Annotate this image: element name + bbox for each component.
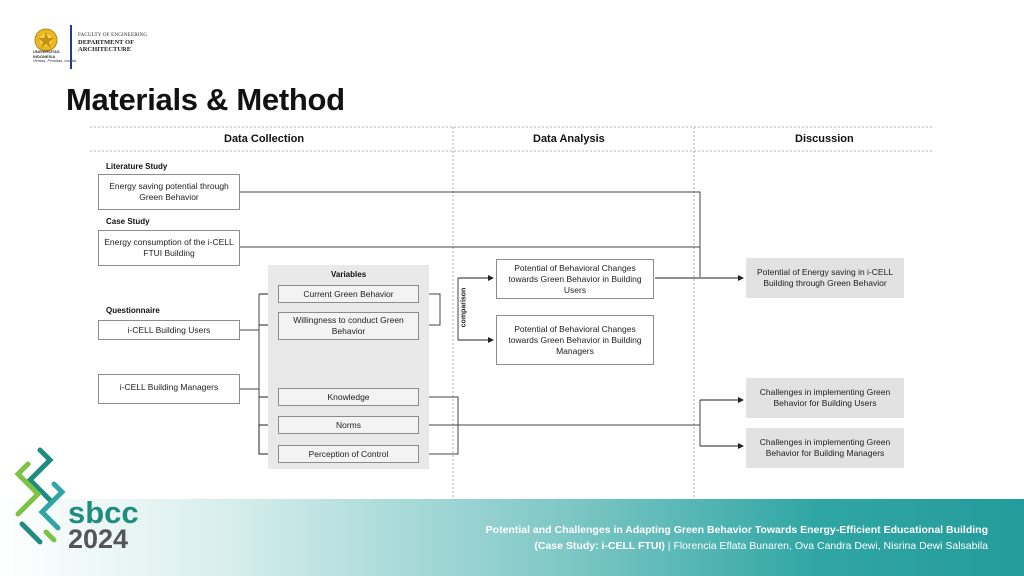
- univ-line1: UNIVERSITAS: [33, 49, 60, 54]
- box-knowledge: Knowledge: [278, 388, 419, 406]
- box-building-managers: i-CELL Building Managers: [98, 374, 240, 404]
- box-potential-managers: Potential of Behavioral Changes towards …: [496, 315, 654, 365]
- box-case-text: Energy consumption of the i-CELL FTUI Bu…: [104, 237, 234, 258]
- page-title: Materials & Method: [66, 82, 345, 117]
- box-perception-of-control: Perception of Control: [278, 445, 419, 463]
- box-disc-managers-text: Challenges in implementing Green Behavio…: [759, 437, 891, 458]
- ui-logo: [32, 26, 64, 68]
- box-disc-saving-text: Potential of Energy saving in i-CELL Bui…: [756, 267, 894, 288]
- box-managers-text: i-CELL Building Managers: [119, 382, 219, 392]
- label-literature-study: Literature Study: [106, 162, 168, 171]
- box-knowledge-text: Knowledge: [327, 391, 370, 402]
- sbcc-logo-icon: [14, 447, 66, 545]
- footer-case-study: (Case Study: i-CELL FTUI): [534, 540, 665, 552]
- ui-seal-icon: [34, 28, 58, 52]
- box-energy-saving-discussion: Potential of Energy saving in i-CELL Bui…: [746, 258, 904, 298]
- box-potential-users: Potential of Behavioral Changes towards …: [496, 259, 654, 299]
- box-norms: Norms: [278, 416, 419, 434]
- box-challenges-managers: Challenges in implementing Green Behavio…: [746, 428, 904, 468]
- dept-line1: FACULTY OF ENGINEERING: [78, 33, 148, 38]
- footer-line1-text: Potential and Challenges in Adapting Gre…: [485, 524, 988, 536]
- box-norms-text: Norms: [335, 419, 362, 430]
- sbcc-year: 2024: [68, 524, 129, 554]
- header-data-analysis: Data Analysis: [533, 133, 605, 145]
- dept-line3: ARCHITECTURE: [78, 46, 132, 53]
- box-disc-users-text: Challenges in implementing Green Behavio…: [759, 387, 891, 408]
- comparison-label: comparison: [460, 287, 468, 328]
- header-discussion: Discussion: [795, 133, 854, 145]
- header-data-collection: Data Collection: [224, 133, 305, 145]
- sbcc-name: sbcc: [68, 495, 139, 530]
- box-lit-text: Energy saving potential through Green Be…: [109, 181, 229, 202]
- footer-title-line: Potential and Challenges in Adapting Gre…: [388, 523, 988, 538]
- dept-line2: DEPARTMENT OF: [78, 39, 135, 46]
- box-challenges-users: Challenges in implementing Green Behavio…: [746, 378, 904, 418]
- box-willingness: Willingness to conduct Green Behavior: [278, 312, 419, 340]
- department-name: FACULTY OF ENGINEERING DEPARTMENT OF ARC…: [78, 33, 147, 53]
- box-energy-consumption: Energy consumption of the i-CELL FTUI Bu…: [98, 230, 240, 266]
- line-current-out: [420, 293, 441, 326]
- box-building-users: i-CELL Building Users: [98, 320, 240, 340]
- box-users-text: i-CELL Building Users: [127, 324, 211, 335]
- header-divider: [70, 25, 72, 69]
- box-pot-managers-text: Potential of Behavioral Changes towards …: [508, 323, 642, 356]
- box-pot-users-text: Potential of Behavioral Changes towards …: [508, 262, 642, 295]
- box-energy-saving-potential: Energy saving potential through Green Be…: [98, 174, 240, 210]
- box-willingness-text: Willingness to conduct Green Behavior: [293, 315, 404, 336]
- box-perception-text: Perception of Control: [308, 448, 389, 459]
- label-variables: Variables: [331, 270, 367, 279]
- university-name: UNIVERSITAS INDONESIA Veritas, Probitas,…: [33, 49, 76, 64]
- univ-line3: Veritas, Probitas, Iustitia: [33, 58, 76, 63]
- label-questionnaire: Questionnaire: [106, 306, 160, 315]
- box-current-green-behavior: Current Green Behavior: [278, 285, 419, 303]
- footer-separator: |: [664, 540, 674, 552]
- footer-authors: Florencia Eflata Bunaren, Ova Candra Dew…: [673, 540, 988, 552]
- label-case-study: Case Study: [106, 217, 150, 226]
- box-current-text: Current Green Behavior: [303, 288, 394, 299]
- footer-band: [0, 499, 1024, 576]
- footer-authors-line: (Case Study: i-CELL FTUI) | Florencia Ef…: [388, 539, 988, 554]
- line-lit: [240, 191, 701, 277]
- univ-line2: INDONESIA: [33, 53, 56, 59]
